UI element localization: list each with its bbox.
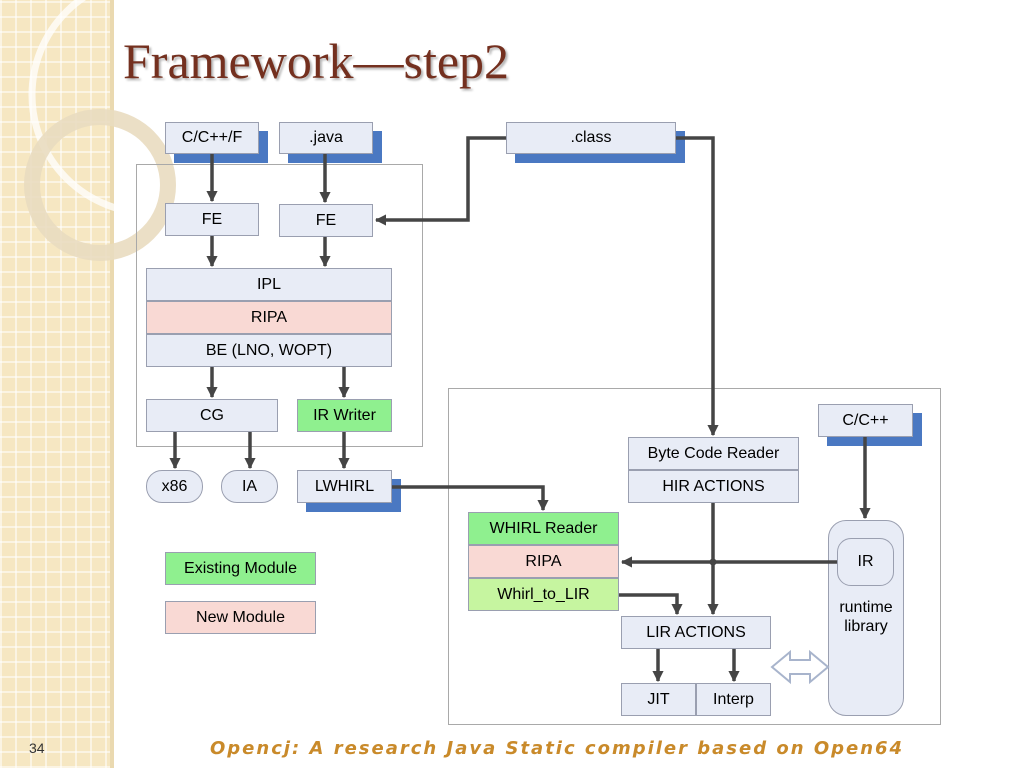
sidebar-edge — [110, 0, 114, 768]
hir-actions-box: HIR ACTIONS — [628, 470, 799, 503]
jvm-container — [448, 388, 941, 725]
arrow-class-to-bytecode — [676, 136, 719, 437]
page-title: Framework—step2 — [123, 33, 510, 89]
arrow-whirltolir-to-lir — [619, 593, 683, 616]
ir-box: IR — [837, 538, 894, 586]
bidirectional-arrow — [770, 649, 830, 685]
jit-box: JIT — [621, 683, 696, 716]
whirl-reader-box: WHIRL Reader — [468, 512, 619, 545]
bytecode-reader-box: Byte Code Reader — [628, 437, 799, 470]
ripa-box: RIPA — [146, 301, 392, 334]
input-java: .java — [279, 122, 373, 154]
lwhirl-box: LWHIRL — [297, 470, 392, 503]
ripa-jvm-box: RIPA — [468, 545, 619, 578]
lir-actions-box: LIR ACTIONS — [621, 616, 771, 649]
fe-java-box: FE — [279, 204, 373, 237]
page-number: 34 — [29, 740, 45, 756]
arrow-class-to-fe — [374, 136, 506, 226]
whirl-to-lir-box: Whirl_to_LIR — [468, 578, 619, 611]
runtime-library-label: runtime library — [839, 599, 893, 635]
input-class: .class — [506, 122, 676, 154]
be-box: BE (LNO, WOPT) — [146, 334, 392, 367]
x86-target: x86 — [146, 470, 203, 503]
fe-c-box: FE — [165, 203, 259, 236]
arrow-lwhirl-to-whirlreader — [392, 485, 549, 512]
ipl-box: IPL — [146, 268, 392, 301]
interp-box: Interp — [696, 683, 771, 716]
input-cfortran: C/C++/F — [165, 122, 259, 154]
footer-text: Opencj: A research Java Static compiler … — [210, 738, 905, 759]
cg-box: CG — [146, 399, 278, 432]
ia-target: IA — [221, 470, 278, 503]
legend-existing-module: Existing Module — [165, 552, 316, 585]
ir-writer-box: IR Writer — [297, 399, 392, 432]
legend-new-module: New Module — [165, 601, 316, 634]
frontend-container — [136, 164, 423, 447]
cpp-box: C/C++ — [818, 404, 913, 437]
